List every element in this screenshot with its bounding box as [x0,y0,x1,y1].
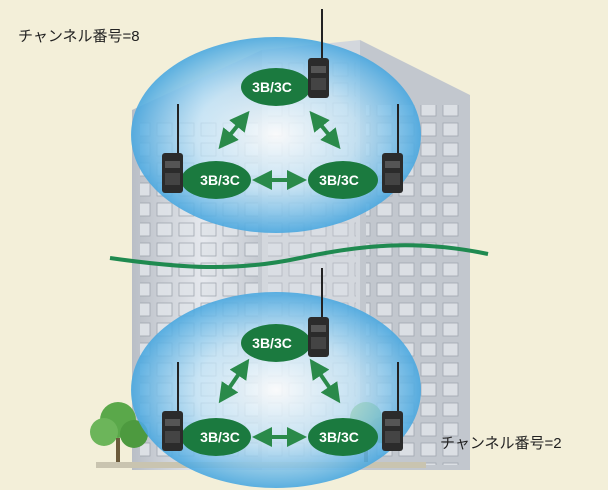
node-top-left: 3B/3C [162,104,251,199]
radio-icon [162,362,183,451]
radio-icon [382,104,403,193]
coverage-area-top [131,37,421,233]
link-arrow [309,110,341,150]
link-arrow [218,358,250,404]
trees-left [90,402,148,468]
link-arrow [309,358,341,404]
node-label: 3B/3C [200,172,240,188]
node-top-center: 3B/3C [241,9,329,106]
link-arrow [218,110,250,150]
node-label: 3B/3C [252,335,292,351]
node-label: 3B/3C [319,429,359,445]
radio-icon [382,362,403,451]
coverage-area-bottom [131,292,421,488]
node-label: 3B/3C [319,172,359,188]
radio-icon [308,268,329,357]
node-bottom-right: 3B/3C [308,362,403,456]
node-top-right: 3B/3C [308,104,403,199]
radio-icon [308,9,329,98]
node-bottom-center: 3B/3C [241,268,329,362]
node-bottom-left: 3B/3C [162,362,251,456]
channel-label-bottom: チャンネル番号=2 [440,435,562,452]
channel-label-top: チャンネル番号=8 [18,28,140,45]
node-label: 3B/3C [200,429,240,445]
floor-divider-line [109,243,489,270]
node-label: 3B/3C [252,79,292,95]
radio-icon [162,104,183,193]
